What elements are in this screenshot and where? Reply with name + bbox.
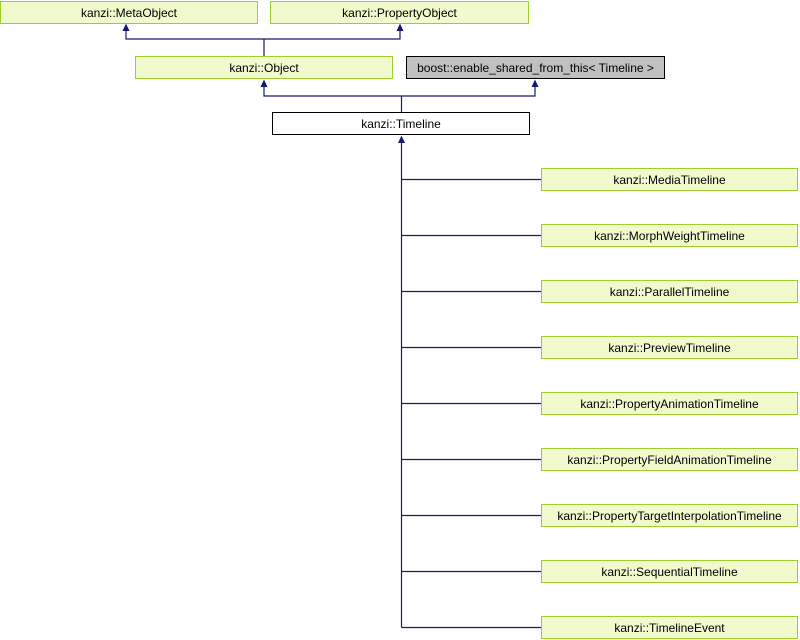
node-boost-enable-shared-from-this: boost::enable_shared_from_this< Timeline… xyxy=(406,56,665,79)
node-kanzi-propertytargetinterpolationtimeline[interactable]: kanzi::PropertyTargetInterpolationTimeli… xyxy=(541,504,798,527)
node-kanzi-propertyobject[interactable]: kanzi::PropertyObject xyxy=(270,1,529,24)
node-kanzi-object[interactable]: kanzi::Object xyxy=(135,56,393,79)
node-kanzi-timelineevent[interactable]: kanzi::TimelineEvent xyxy=(541,616,798,639)
node-kanzi-propertyanimationtimeline[interactable]: kanzi::PropertyAnimationTimeline xyxy=(541,392,798,415)
node-kanzi-previewtimeline[interactable]: kanzi::PreviewTimeline xyxy=(541,336,798,359)
node-kanzi-morphweighttimeline[interactable]: kanzi::MorphWeightTimeline xyxy=(541,224,798,247)
node-kanzi-metaobject[interactable]: kanzi::MetaObject xyxy=(0,1,258,24)
node-kanzi-sequentialtimeline[interactable]: kanzi::SequentialTimeline xyxy=(541,560,798,583)
node-kanzi-paralleltimeline[interactable]: kanzi::ParallelTimeline xyxy=(541,280,798,303)
node-kanzi-timeline: kanzi::Timeline xyxy=(272,112,530,135)
node-kanzi-mediatimeline[interactable]: kanzi::MediaTimeline xyxy=(541,168,798,191)
node-kanzi-propertyfieldanimationtimeline[interactable]: kanzi::PropertyFieldAnimationTimeline xyxy=(541,448,798,471)
